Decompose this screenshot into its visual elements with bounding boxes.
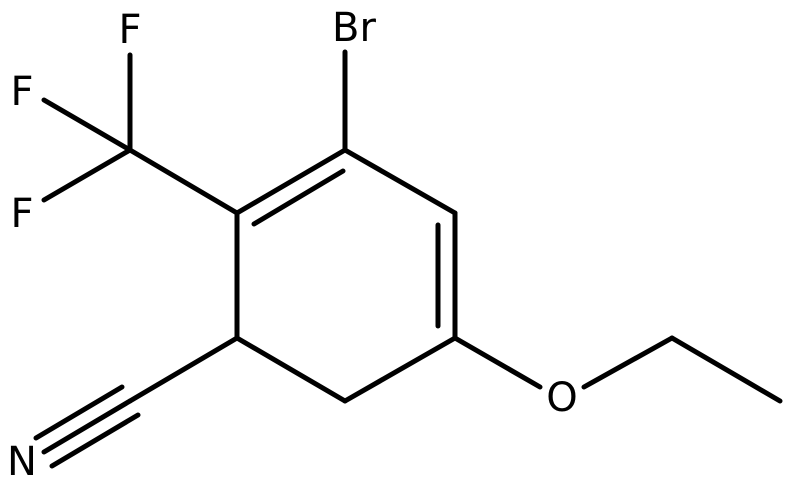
- atom-label-f-low: F: [10, 191, 33, 237]
- ring-bond-c1-c2: [342, 147, 458, 216]
- atom-label-br: Br: [332, 5, 376, 51]
- ring-bond-c6-c1: [234, 147, 348, 216]
- ring-bond-c4-c5: [234, 335, 348, 404]
- nitrile-triple-bond-3: [49, 412, 141, 469]
- bond-cf3-f-low: [41, 147, 133, 203]
- ring-bond-c6-c1-inner: [251, 168, 346, 227]
- bond-o-ch2: [581, 335, 675, 390]
- bond-ring-o: [452, 335, 543, 390]
- ring-bond-c3-c4: [342, 335, 458, 404]
- nitrile-triple-bond-2: [33, 384, 125, 441]
- atom-label-o: O: [546, 375, 577, 421]
- atom-label-f-mid: F: [10, 69, 33, 115]
- bond-cf3-f-mid: [41, 97, 133, 153]
- atom-label-f-top: F: [118, 7, 141, 53]
- bond-ring-cf3: [127, 147, 240, 216]
- bond-ch2-ch3: [669, 335, 783, 404]
- nitrile-triple-bond-1: [41, 398, 133, 455]
- atom-label-n: N: [7, 439, 37, 485]
- bond-ring-cn: [127, 335, 240, 404]
